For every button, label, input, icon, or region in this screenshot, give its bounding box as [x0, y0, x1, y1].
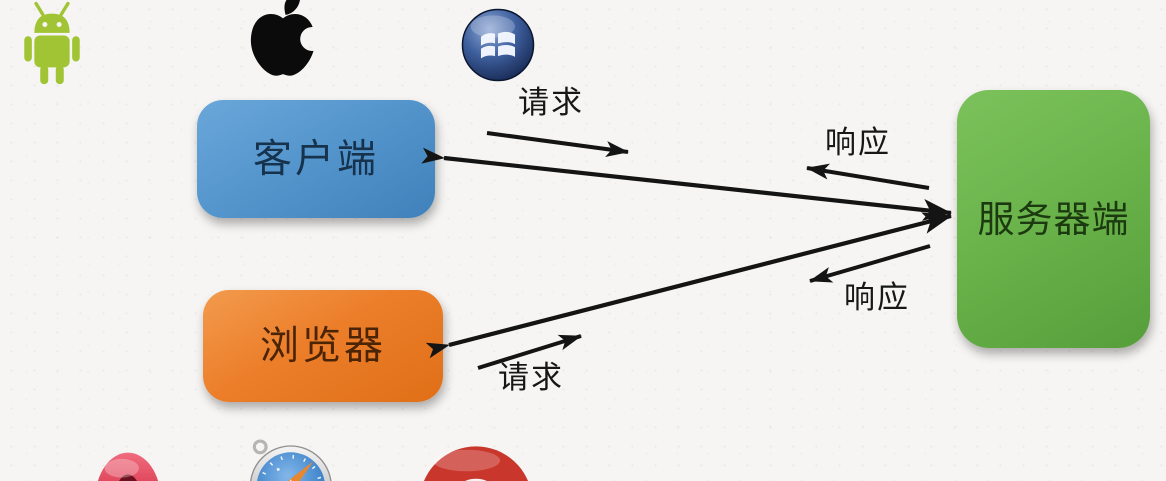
browser-node-label: 浏览器: [259, 324, 386, 368]
android-eye-right: [56, 22, 62, 28]
android-antenna-right: [59, 1, 70, 17]
client-node-label: 客户端: [252, 137, 379, 181]
browser-response-label: 响应: [844, 280, 910, 315]
apple-icon: [250, 0, 316, 76]
android-leg-right: [55, 65, 64, 85]
chrome-red: [424, 446, 528, 481]
android-arm-right: [72, 36, 80, 62]
android-icon: [24, 1, 80, 85]
android-eye-left: [42, 22, 48, 28]
opera-o-outer: [97, 452, 159, 481]
client-request-arrow: [486, 131, 629, 157]
windows-icon: [461, 8, 535, 82]
opera-highlight: [104, 458, 139, 478]
android-body: [34, 35, 70, 68]
browser-server-connector: [425, 212, 952, 359]
apple-leaf: [284, 0, 300, 15]
safari-face: [257, 452, 325, 481]
chrome-icon: [424, 446, 528, 481]
chrome-highlight: [432, 449, 500, 472]
android-antenna-left: [34, 1, 45, 17]
android-leg-left: [40, 65, 49, 85]
browser-request-label: 请求: [498, 360, 564, 395]
windows-flag: [480, 31, 516, 59]
server-node-label: 服务器端: [977, 198, 1130, 240]
opera-o-hole: [119, 474, 137, 481]
android-head: [34, 13, 70, 33]
client-response-label: 响应: [825, 125, 891, 160]
safari-icon: [250, 439, 332, 481]
opera-icon: [97, 452, 159, 481]
browser-request-arrow: [477, 334, 582, 370]
browser-response-arrow: [809, 244, 931, 283]
android-arm-left: [24, 36, 32, 62]
client-node: 客户端: [197, 100, 435, 218]
client-request-label: 请求: [518, 85, 584, 120]
server-node: 服务器端: [957, 90, 1150, 348]
windows-orb: [461, 8, 535, 82]
safari-needle-orange: [287, 461, 314, 481]
client-server-connector: [421, 147, 952, 221]
safari-ring-knob: [252, 439, 268, 455]
client-response-arrow: [806, 163, 930, 190]
browser-node: 浏览器: [203, 290, 443, 402]
apple-body: [250, 14, 316, 76]
